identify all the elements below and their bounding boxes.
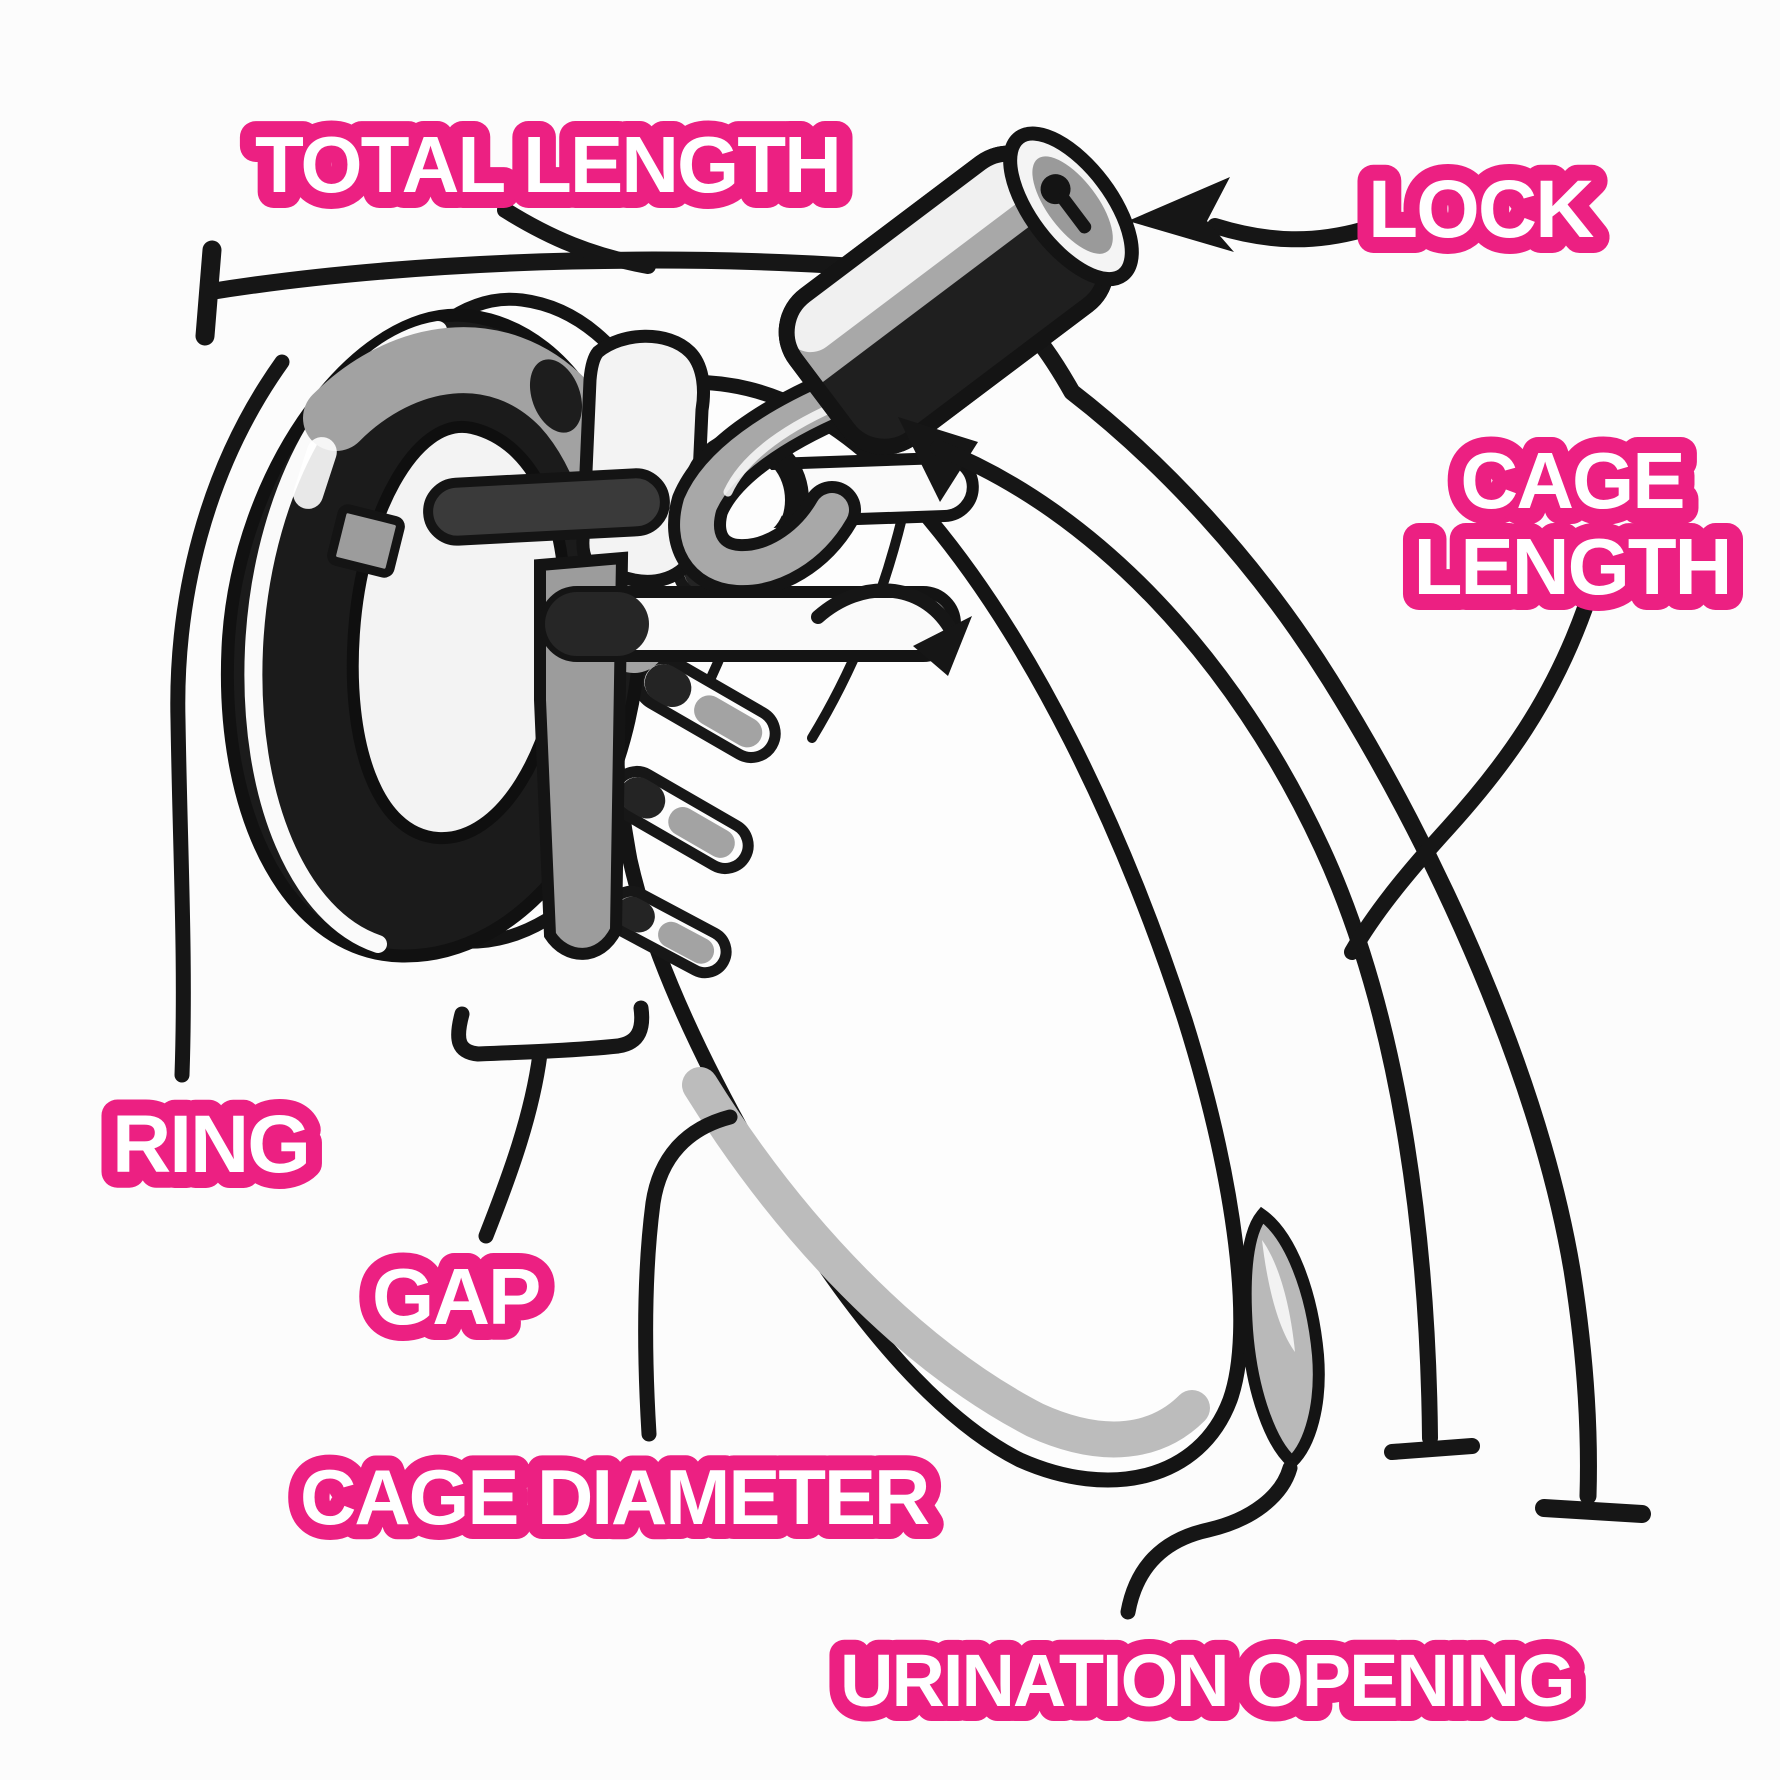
padlock-shadow-side [816, 199, 1107, 447]
ring-pointer-arc [170, 354, 290, 1083]
cage-length-arrowhead-icon [898, 417, 978, 502]
pin-lower [539, 586, 961, 662]
measurement-lines-under [195, 240, 1651, 1523]
device-illustration [220, 126, 1325, 1488]
pin-upper-left [423, 468, 670, 546]
curve-arrowhead-icon [913, 616, 972, 676]
vent-slot [604, 885, 732, 979]
label-total-length: TOTAL LENGTH [255, 120, 840, 209]
urination-opening-connector [1120, 1460, 1298, 1620]
lock-arrowhead-icon [1128, 177, 1234, 252]
label-lock: LOCK [1368, 164, 1594, 255]
ring-notch [327, 504, 405, 578]
hinge-nub [529, 359, 583, 433]
vent-slot [633, 653, 781, 763]
label-cage-length-line2: LENGTH [1414, 522, 1731, 611]
label-urination-opening: URINATION OPENING [840, 1639, 1573, 1722]
total-length-connector [497, 202, 656, 274]
inner-arc-end-tick [1384, 1438, 1480, 1460]
ring-glint [293, 437, 337, 509]
total-length-line [199, 251, 1597, 1505]
cage-diameter-connector [638, 1109, 738, 1442]
lock-arrow-line [1207, 218, 1370, 248]
label-ring: RING [112, 1099, 309, 1190]
cage-inner-shading [682, 1067, 1210, 1458]
curve-arrow-line [811, 583, 957, 635]
cage-length-inner-arc [930, 440, 1438, 1446]
label-gap: GAP [372, 1252, 539, 1341]
label-cage-length-line1: CAGE [1460, 436, 1683, 525]
keyhole-slot [1056, 192, 1092, 234]
outer-arc-end-tick [1535, 1499, 1651, 1523]
label-cage-diameter: CAGE DIAMETER [300, 1453, 929, 1541]
cage-length-connector [1344, 600, 1593, 960]
urination-opening-highlight [1262, 1240, 1295, 1352]
annotation-lines [170, 177, 1593, 1620]
labels: TOTAL LENGTH LOCK CAGE LENGTH RING GAP C… [96, 104, 1748, 1737]
gap-connector [478, 1046, 548, 1244]
padlock-top-highlight [784, 150, 1035, 353]
padlock [778, 126, 1139, 455]
gap-bracket [451, 1000, 650, 1062]
